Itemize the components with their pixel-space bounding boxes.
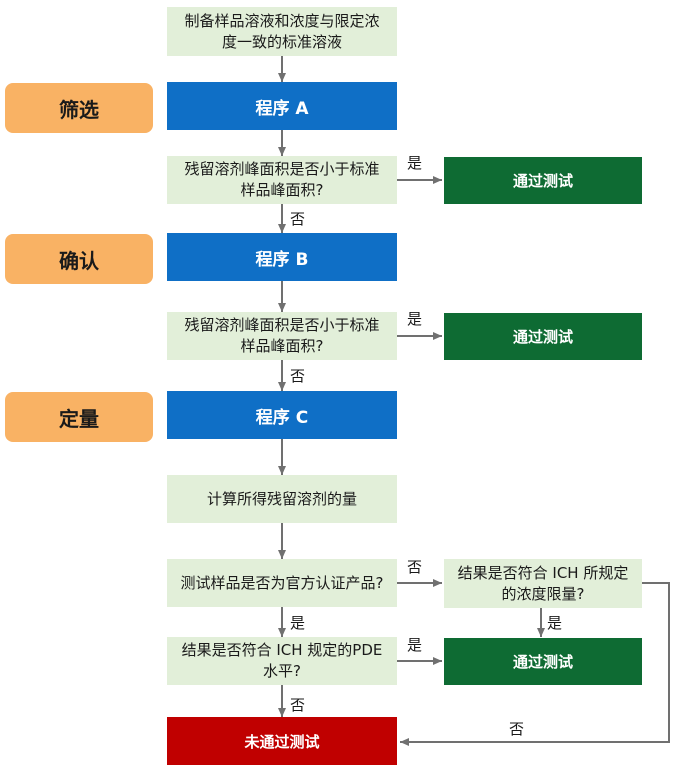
edge-label-no-ich-limit: 否 xyxy=(509,720,525,738)
edge-label-yes-2: 是 xyxy=(407,310,423,328)
decision-peak-area-1: 残留溶剂峰面积是否小于标准样品峰面积? xyxy=(167,156,397,204)
edge-label-yes-ich-pde: 是 xyxy=(407,636,423,654)
decision-ich-limit: 结果是否符合 ICH 所规定的浓度限量? xyxy=(444,559,642,608)
step-calculate: 计算所得残留溶剂的量 xyxy=(167,475,397,523)
edge-label-no-certified: 否 xyxy=(407,558,423,576)
decision-certified-product: 测试样品是否为官方认证产品? xyxy=(167,559,397,607)
decision-ich-pde: 结果是否符合 ICH 规定的PDE水平? xyxy=(167,637,397,685)
stage-quantification: 定量 xyxy=(5,392,153,442)
result-pass-3: 通过测试 xyxy=(444,638,642,685)
procedure-c: 程序 C xyxy=(167,391,397,439)
result-fail: 未通过测试 xyxy=(167,717,397,765)
procedure-a: 程序 A xyxy=(167,82,397,130)
edge-label-no-2: 否 xyxy=(290,367,306,385)
edge-label-yes-ich-limit: 是 xyxy=(547,614,563,632)
edge-label-yes-1: 是 xyxy=(407,154,423,172)
arrow-ich-limit-to-fail xyxy=(400,582,670,746)
decision-peak-area-2: 残留溶剂峰面积是否小于标准样品峰面积? xyxy=(167,312,397,360)
stage-confirmation: 确认 xyxy=(5,234,153,284)
edge-label-yes-certified: 是 xyxy=(290,614,306,632)
result-pass-2: 通过测试 xyxy=(444,313,642,360)
result-pass-1: 通过测试 xyxy=(444,157,642,204)
procedure-b: 程序 B xyxy=(167,233,397,281)
edge-label-no-ich-pde: 否 xyxy=(290,696,306,714)
edge-label-no-1: 否 xyxy=(290,210,306,228)
stage-screening: 筛选 xyxy=(5,83,153,133)
step-prepare-solutions: 制备样品溶液和浓度与限定浓度一致的标准溶液 xyxy=(167,7,397,56)
